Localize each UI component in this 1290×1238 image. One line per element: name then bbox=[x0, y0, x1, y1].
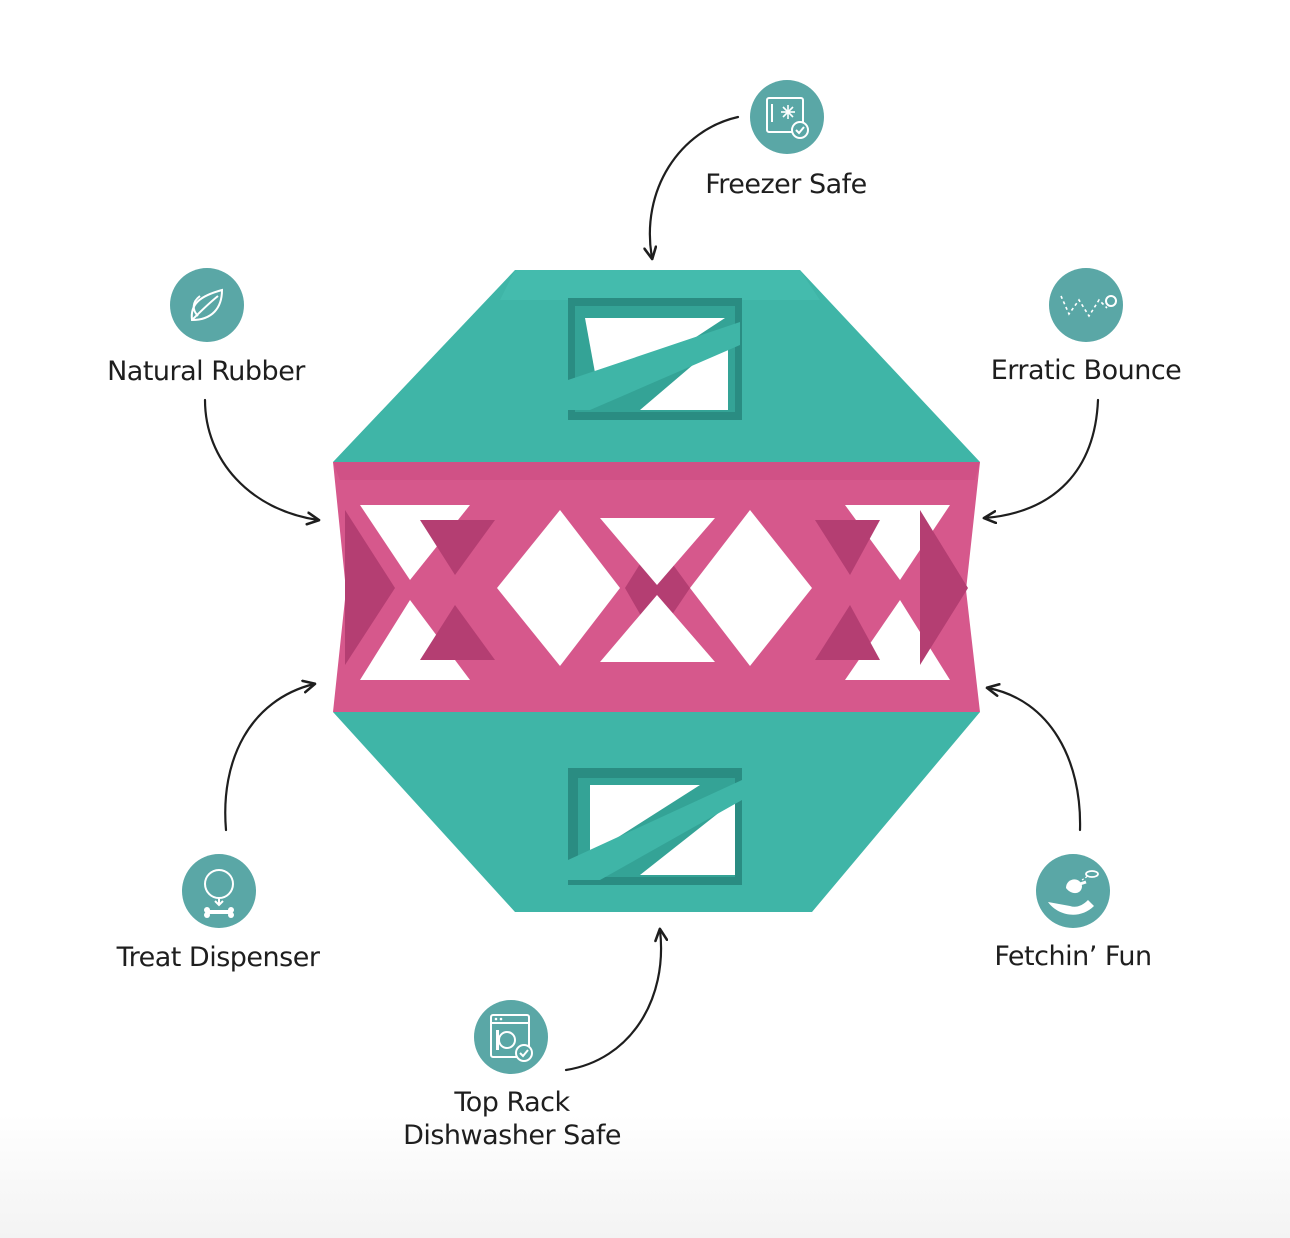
treat-bone-icon bbox=[204, 869, 234, 918]
freezer-safe-badge bbox=[750, 80, 824, 154]
treat-dispenser-badge bbox=[182, 854, 256, 928]
dishwasher-safe-badge bbox=[474, 1000, 548, 1074]
dishwasher-label-line2: Dishwasher Safe bbox=[403, 1120, 621, 1151]
erratic-bounce-label: Erratic Bounce bbox=[990, 355, 1182, 386]
fetchin-fun-badge bbox=[1036, 854, 1110, 928]
arrow-dishwasher bbox=[564, 930, 661, 1072]
rubber-ball-toy bbox=[333, 270, 980, 912]
dishwasher-icon bbox=[490, 1014, 533, 1062]
dog-fetch-icon bbox=[1048, 870, 1099, 915]
arrow-fetch bbox=[988, 688, 1082, 832]
treat-dispenser-label: Treat Dispenser bbox=[116, 942, 320, 973]
bounce-icon bbox=[1060, 295, 1117, 318]
fetchin-fun-label: Fetchin’ Fun bbox=[994, 941, 1152, 972]
arrow-natural bbox=[203, 398, 318, 520]
natural-rubber-label: Natural Rubber bbox=[107, 356, 305, 387]
feature-arrows bbox=[203, 115, 1100, 1072]
freezer-icon bbox=[766, 97, 809, 139]
freezer-safe-label: Freezer Safe bbox=[705, 169, 867, 200]
leaf-icon bbox=[190, 288, 224, 322]
dishwasher-label-line1: Top Rack bbox=[454, 1087, 570, 1118]
erratic-bounce-badge bbox=[1049, 268, 1123, 342]
arrow-freezer bbox=[650, 115, 740, 258]
arrow-bounce bbox=[985, 398, 1100, 518]
natural-rubber-badge bbox=[170, 268, 244, 342]
arrow-treat bbox=[224, 684, 314, 832]
